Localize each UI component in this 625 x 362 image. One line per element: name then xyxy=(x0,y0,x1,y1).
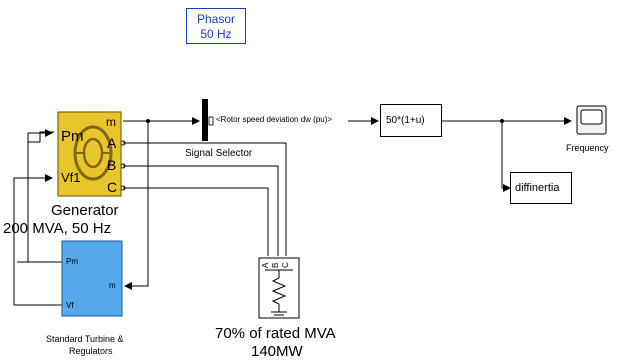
goto-block[interactable]: diffinertia xyxy=(510,172,572,204)
line-phase-a[interactable] xyxy=(123,142,287,256)
fcn-block[interactable]: 50*(1+u) xyxy=(380,104,442,137)
powergui-frequency: 50 Hz xyxy=(200,27,232,41)
line-to-goto[interactable] xyxy=(501,121,511,192)
turbine-port-pm: Pm xyxy=(66,257,78,266)
goto-tag: diffinertia xyxy=(515,182,560,194)
turbine-port-vf: Vf xyxy=(66,301,74,310)
line-turbine-pm-to-gen[interactable] xyxy=(17,131,54,263)
rlc-load-block[interactable] xyxy=(258,257,300,319)
load-port-a: A xyxy=(261,262,270,268)
fcn-expression: 50*(1+u) xyxy=(386,115,425,126)
line-phase-b[interactable] xyxy=(123,165,279,256)
load-power-label: 140MW xyxy=(251,343,303,360)
generator-port-m: m xyxy=(106,115,116,129)
generator-label: Generator xyxy=(51,202,119,219)
scope-label: Frequency xyxy=(566,143,609,153)
generator-port-a: A xyxy=(107,135,117,151)
turbine-label-line2: Regulators xyxy=(69,346,113,356)
powergui-block[interactable]: Phasor 50 Hz xyxy=(186,8,246,44)
line-phase-c[interactable] xyxy=(123,187,269,256)
scope-block[interactable] xyxy=(576,105,607,135)
generator-port-pm: Pm xyxy=(61,128,84,145)
load-port-c: C xyxy=(281,262,290,268)
turbine-label: Standard Turbine & xyxy=(46,334,124,344)
generator-rating-label: 200 MVA, 50 Hz xyxy=(3,220,112,237)
generator-block[interactable] xyxy=(57,111,122,197)
line-pm-feed[interactable] xyxy=(27,129,62,263)
generator-port-c: C xyxy=(107,179,118,195)
selector-output-mark xyxy=(208,116,214,126)
load-port-b: B xyxy=(271,262,280,268)
scope-screen-icon xyxy=(580,109,603,125)
generator-port-b: B xyxy=(107,157,117,173)
line-vf-feed[interactable] xyxy=(13,174,62,306)
powergui-mode: Phasor xyxy=(196,12,236,26)
load-label: 70% of rated MVA xyxy=(215,325,336,342)
turbine-block[interactable] xyxy=(61,240,123,317)
turbine-port-m: m xyxy=(109,281,116,290)
generator-port-vf: Vf1 xyxy=(61,170,81,185)
resistor-icon xyxy=(271,270,287,312)
line-m-feedback[interactable] xyxy=(124,121,149,290)
selector-signal-label: <Rotor speed deviation dw (pu)> xyxy=(216,115,333,124)
signal-selector-bar[interactable] xyxy=(202,99,208,141)
signal-selector-label: Signal Selector xyxy=(185,148,253,159)
